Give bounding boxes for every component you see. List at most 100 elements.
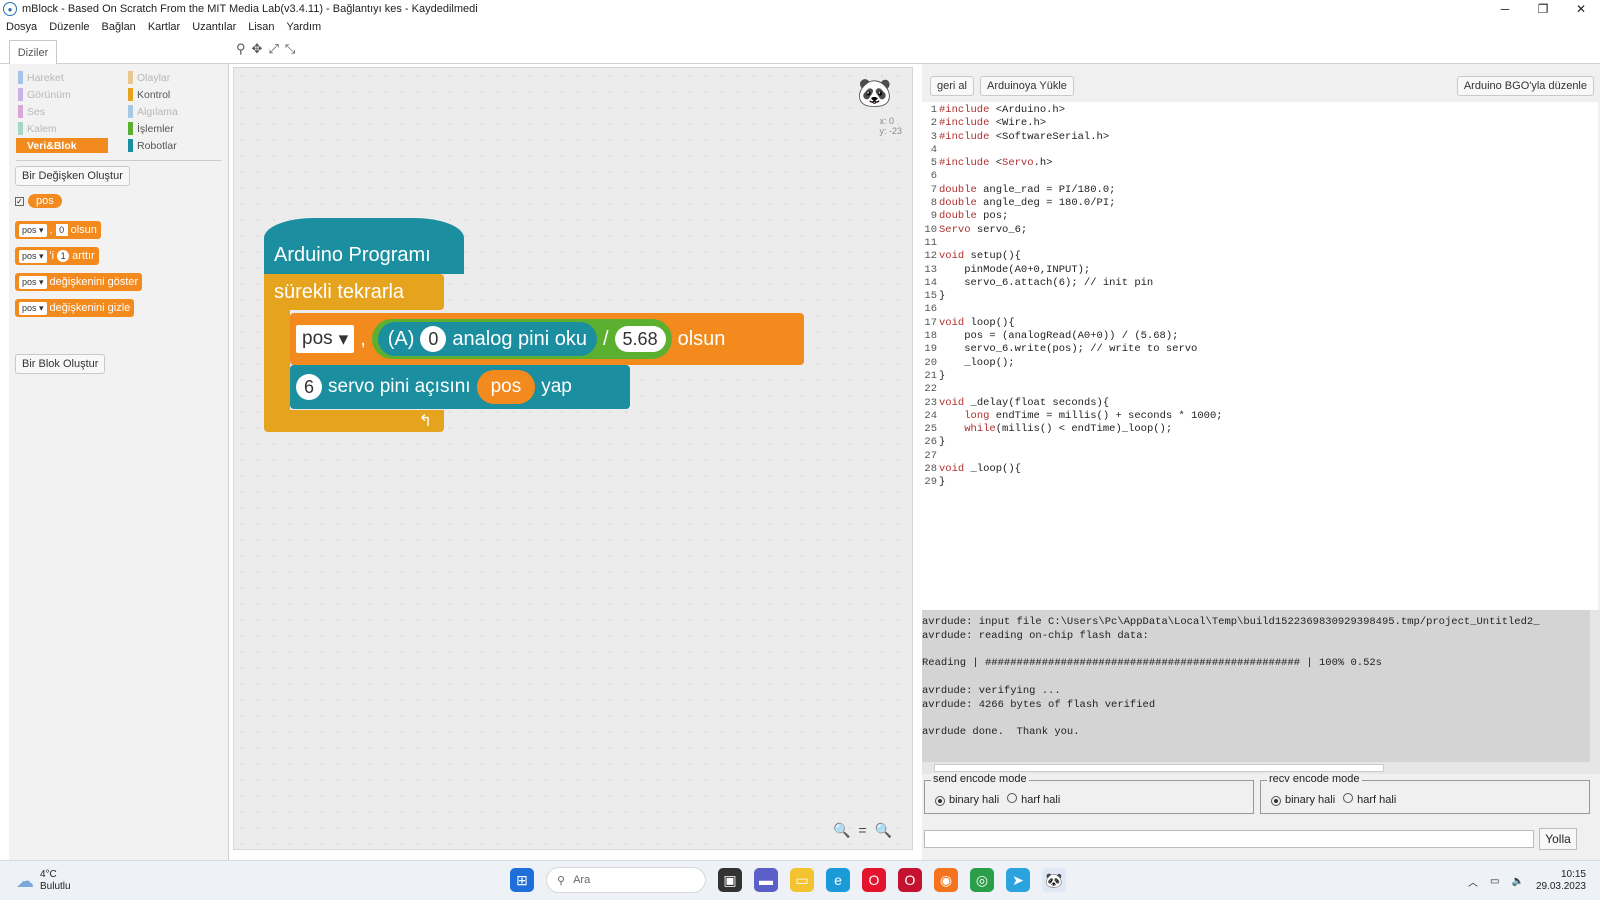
var-dropdown[interactable]: pos ▾ (19, 249, 47, 263)
variable-checkbox[interactable]: ✓ (15, 196, 24, 206)
category-algilama[interactable]: Algılama (126, 104, 226, 119)
category-kalem[interactable]: Kalem (16, 121, 126, 136)
chevron-up-icon[interactable]: ︿ (1468, 877, 1479, 889)
task-view-icon[interactable]: ▣ (718, 868, 742, 892)
menu-yardim[interactable]: Yardım (286, 21, 322, 33)
minimize-button[interactable]: ─ (1500, 2, 1510, 16)
var-dropdown[interactable]: pos ▾ (19, 275, 47, 289)
show-variable-block[interactable]: pos ▾ değişkenini göster (15, 273, 143, 291)
code-line[interactable]: 24 long endTime = millis() + seconds * 1… (922, 410, 1598, 423)
pos-reporter[interactable]: pos (476, 370, 536, 404)
move-icon[interactable]: ✥ (251, 41, 263, 56)
forever-block[interactable]: sürekli tekrarla (264, 274, 444, 310)
analog-pin-input[interactable]: 0 (420, 326, 447, 352)
category-veri-blok[interactable]: Veri&Blok (16, 138, 108, 153)
var-dropdown[interactable]: pos ▾ (19, 223, 47, 237)
analog-read-block[interactable]: (A) 0 analog pini oku (377, 322, 597, 356)
code-editor[interactable]: 1#include <Arduino.h>2#include <Wire.h>3… (922, 102, 1598, 610)
teams-chat-icon[interactable]: ▬ (754, 868, 778, 892)
category-olaylar[interactable]: Olaylar (126, 70, 226, 85)
make-variable-button[interactable]: Bir Değişken Oluştur (15, 166, 130, 186)
code-line[interactable]: 6 (922, 170, 1598, 183)
set-value-input[interactable]: 0 (55, 224, 68, 236)
code-line[interactable]: 11 (922, 237, 1598, 250)
arduino-program-hat-block[interactable]: Arduino Programı (264, 218, 464, 274)
code-line[interactable]: 25 while(millis() < endTime)_loop(); (922, 423, 1598, 436)
divisor-input[interactable]: 5.68 (614, 326, 666, 352)
console-horizontal-scrollbar[interactable] (922, 762, 1600, 774)
menu-duzenle[interactable]: Düzenle (49, 21, 90, 33)
hide-variable-block[interactable]: pos ▾ değişkenini gizle (15, 299, 135, 317)
divide-operator-block[interactable]: (A) 0 analog pini oku / 5.68 (371, 319, 672, 359)
zoom-in-icon[interactable]: 🔍 (874, 822, 892, 838)
category-gorunum[interactable]: Görünüm (16, 87, 126, 102)
chrome-icon[interactable]: ◎ (970, 868, 994, 892)
code-line[interactable]: 2#include <Wire.h> (922, 117, 1598, 130)
clock[interactable]: 10:15 29.03.2023 (1535, 869, 1586, 892)
panda-sprite-icon[interactable]: 🐼 (857, 77, 892, 108)
recv-binary-radio[interactable]: binary hali (1271, 794, 1335, 806)
volume-icon[interactable]: 🔈 (1511, 875, 1524, 887)
opera-icon[interactable]: O (862, 868, 886, 892)
code-line[interactable]: 19 servo_6.write(pos); // write to servo (922, 343, 1598, 356)
menu-lisan[interactable]: Lisan (248, 21, 275, 33)
scrollbar-thumb[interactable] (934, 764, 1384, 772)
make-block-button[interactable]: Bir Blok Oluştur (15, 354, 106, 374)
edge-browser-icon[interactable]: e (826, 868, 850, 892)
send-char-radio[interactable]: harf hali (1007, 793, 1060, 806)
undo-button[interactable]: geri al (930, 76, 974, 96)
servo-pin-input[interactable]: 6 (296, 374, 322, 400)
category-islemler[interactable]: İşlemler (126, 121, 226, 136)
code-line[interactable]: 27 (922, 450, 1598, 463)
code-line[interactable]: 13 pinMode(A0+0,INPUT); (922, 264, 1598, 277)
menu-uzantilar[interactable]: Uzantılar (192, 21, 237, 33)
servo-write-block[interactable]: 6 servo pini açısını pos yap (290, 365, 630, 409)
grow-icon[interactable]: ⤢ (268, 41, 279, 56)
code-line[interactable]: 16 (922, 303, 1598, 316)
set-variable-dropdown[interactable]: pos▾ (296, 325, 355, 353)
code-line[interactable]: 15} (922, 290, 1598, 303)
change-value-input[interactable]: 1 (57, 250, 70, 262)
category-ses[interactable]: Ses (16, 104, 126, 119)
edit-with-arduino-ide-button[interactable]: Arduino BGO'yla düzenle (1456, 76, 1594, 96)
recv-char-radio[interactable]: harf hali (1343, 793, 1396, 806)
firefox-icon[interactable]: ◉ (934, 868, 958, 892)
variable-reporter-pos[interactable]: pos (28, 194, 62, 208)
change-variable-block[interactable]: pos ▾ 'i 1 arttır (15, 247, 99, 265)
network-icon[interactable]: ▭ (1490, 875, 1500, 887)
category-robotlar[interactable]: Robotlar (126, 138, 226, 153)
zoom-out-icon[interactable]: 🔍 (832, 822, 851, 838)
windows-start-icon[interactable]: ⊞ (510, 868, 534, 892)
menu-kartlar[interactable]: Kartlar (147, 21, 181, 33)
scripts-area[interactable]: 🐼 x: 0 y: -23 Arduino Programı sürekli t… (233, 67, 913, 850)
zoom-reset-icon[interactable]: = (858, 822, 867, 838)
var-dropdown[interactable]: pos ▾ (19, 301, 47, 315)
code-line[interactable]: 18 pos = (analogRead(A0+0)) / (5.68); (922, 330, 1598, 343)
category-kontrol[interactable]: Kontrol (126, 87, 226, 102)
code-line[interactable]: 1#include <Arduino.h> (922, 104, 1598, 117)
serial-send-input[interactable] (924, 830, 1534, 848)
send-button[interactable]: Yolla (1539, 828, 1577, 850)
menu-baglan[interactable]: Bağlan (101, 21, 136, 33)
menu-dosya[interactable]: Dosya (6, 21, 38, 33)
shrink-icon[interactable]: ⤡ (284, 41, 296, 56)
category-hareket[interactable]: Hareket (16, 70, 126, 85)
close-button[interactable]: ✕ (1575, 2, 1587, 16)
telegram-icon[interactable]: ➤ (1006, 868, 1030, 892)
tab-diziler[interactable]: Diziler (9, 40, 57, 64)
code-line[interactable]: 4 (922, 144, 1598, 157)
code-line[interactable]: 22 (922, 383, 1598, 396)
console-vertical-scrollbar[interactable] (1590, 610, 1600, 762)
stamp-icon[interactable]: ⚲ (236, 41, 246, 56)
opera-gx-icon[interactable]: O (898, 868, 922, 892)
mblock-taskbar-icon[interactable]: 🐼 (1042, 868, 1066, 892)
